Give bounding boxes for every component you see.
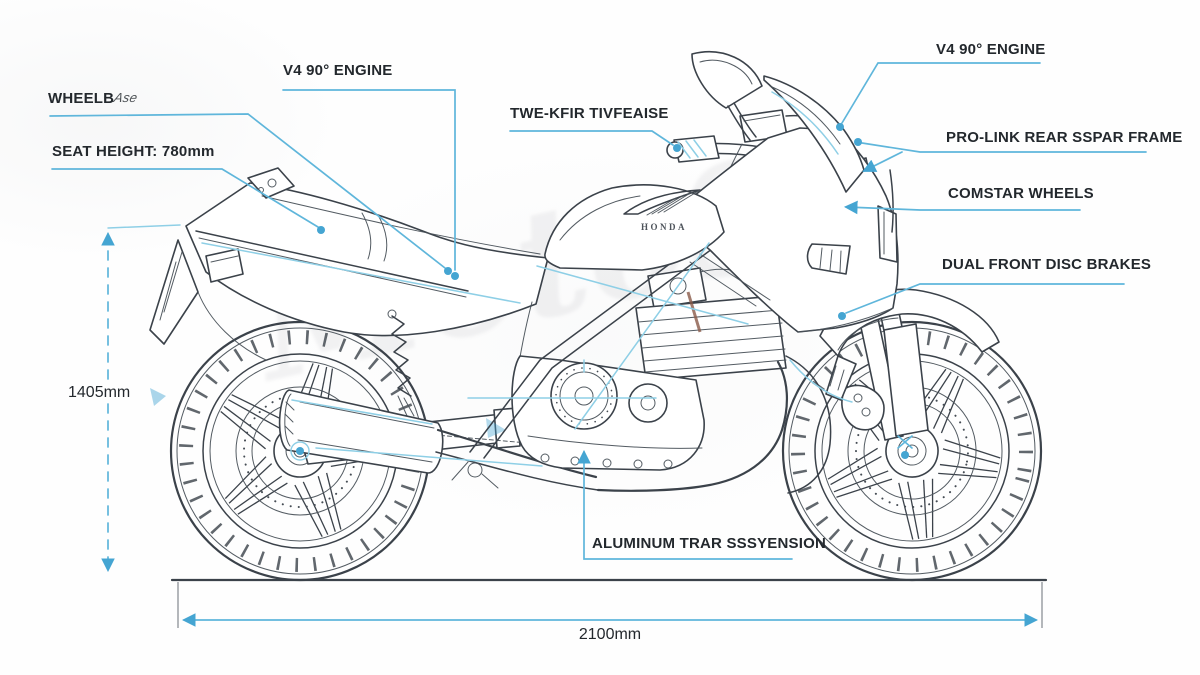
front-brake-caliper (841, 384, 885, 431)
exhaust-muffler (278, 389, 599, 491)
rear-fender-mudflap (149, 239, 267, 406)
label-aluminum-suspension: ALUMINUM TRAR SSSYENSION (592, 535, 826, 552)
honda-wing-icon (623, 189, 701, 216)
label-wheelbase: WHEELBAse (48, 90, 140, 107)
callout-leaders (49, 62, 1147, 560)
rear-shock (387, 309, 415, 419)
label-wheelbase-prefix: WHEELB (48, 90, 115, 107)
label-handlebar-garbled: TWE-KFIR TIVFEAISE (510, 105, 669, 122)
dimension-length-value: 2100mm (578, 626, 642, 643)
fuel-tank: HONDA (544, 184, 725, 271)
label-comstar-wheels: COMSTAR WHEELS (948, 185, 1094, 202)
exhaust-headers (596, 355, 832, 494)
engine (451, 267, 787, 489)
label-wheelbase-garbled-suffix: Ase (112, 90, 140, 105)
label-pro-link-frame: PRO-LINK REAR SSPAR FRAME (946, 129, 1183, 146)
dimension-height-value: 1405mm (60, 384, 139, 402)
label-v4-engine-right: V4 90° ENGINE (936, 41, 1046, 58)
label-seat-height: SEAT HEIGHT: 780mm (52, 143, 215, 160)
dimension-height (101, 224, 181, 573)
accent-lines (201, 91, 913, 467)
tank-badge-text: HONDA (641, 222, 687, 232)
dimension-length (177, 582, 1043, 628)
mirror (691, 50, 763, 141)
label-dual-front-disc-brakes: DUAL FRONT DISC BRAKES (942, 256, 1152, 273)
label-v4-engine-left: V4 90° ENGINE (283, 62, 393, 79)
front-fairing (669, 75, 899, 333)
